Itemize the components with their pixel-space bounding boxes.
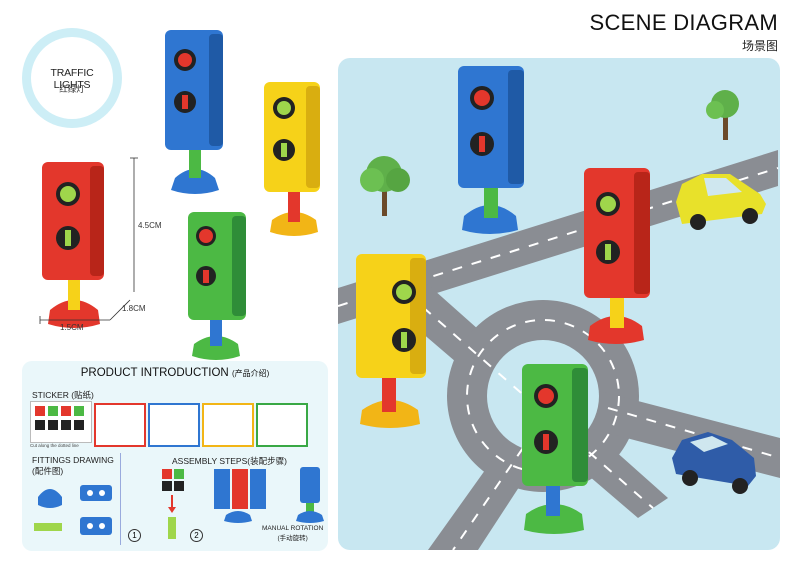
tree-icon xyxy=(360,156,410,216)
sticker-label: STICKER (贴纸) xyxy=(32,390,94,400)
fittings-label: FITTINGS DRAWING (配件图) xyxy=(32,455,114,477)
badge-subtitle: 红绿灯 xyxy=(59,84,85,94)
scene-yellow-traffic-light xyxy=(356,254,426,428)
yellow-traffic-light xyxy=(264,82,320,236)
title-badge: TRAFFIC LIGHTS 红绿灯 xyxy=(22,28,122,128)
tree-icon xyxy=(706,90,739,140)
height-dimension: 4.5CM xyxy=(138,221,162,230)
fittings-label-zh: (配件图) xyxy=(32,466,64,476)
blue-traffic-light xyxy=(165,30,223,194)
scene-title: SCENE DIAGRAM xyxy=(589,10,778,35)
sticker-sheet-main xyxy=(30,401,92,443)
sticker-faces-icon xyxy=(35,406,84,430)
scene-illustration xyxy=(338,66,780,550)
sticker-card-red xyxy=(94,403,146,447)
panel-divider xyxy=(120,453,121,545)
yellow-car-icon xyxy=(676,174,766,230)
fittings-label-en: FITTINGS DRAWING xyxy=(32,455,114,465)
depth-dimension-line xyxy=(109,299,131,321)
sticker-card-yellow xyxy=(202,403,254,447)
step-1-marker: 1 xyxy=(128,529,141,542)
rotation-label-zh: (手动旋转) xyxy=(277,535,308,542)
badge-inner: TRAFFIC LIGHTS 红绿灯 xyxy=(31,37,113,119)
depth-dimension: 1.8CM xyxy=(122,304,146,313)
product-introduction-title: PRODUCT INTRODUCTION (产品介绍) xyxy=(22,367,328,379)
assembly-steps-label: ASSEMBLY STEPS(装配步骤) xyxy=(172,456,287,466)
sticker-card-green xyxy=(256,403,308,447)
fittings-parts-icon xyxy=(34,485,112,535)
step-2-marker: 2 xyxy=(190,529,203,542)
width-dimension: 1.5CM xyxy=(60,323,84,332)
badge-title: TRAFFIC LIGHTS xyxy=(50,67,94,91)
scene-diagram xyxy=(338,58,780,550)
panel-title-zh: (产品介绍) xyxy=(231,369,270,378)
product-lights-illustration xyxy=(39,30,320,360)
panel-title-en: PRODUCT INTRODUCTION xyxy=(80,367,229,379)
blue-car-icon xyxy=(672,432,756,494)
scene-red-traffic-light xyxy=(584,168,650,344)
rotation-label-en: MANUAL ROTATION xyxy=(262,525,324,532)
assembly-steps-icon xyxy=(162,467,324,539)
sticker-card-blue xyxy=(148,403,200,447)
green-traffic-light xyxy=(188,212,246,360)
scene-green-traffic-light xyxy=(522,364,588,534)
manual-rotation-label: MANUAL ROTATION (手动旋转) xyxy=(262,525,323,542)
scene-blue-traffic-light xyxy=(458,66,524,234)
product-introduction-panel: PRODUCT INTRODUCTION (产品介绍) STICKER (贴纸)… xyxy=(22,361,328,551)
sticker-caption: Cut along the dotted line xyxy=(30,443,79,448)
red-traffic-light xyxy=(42,162,104,328)
scene-subtitle: 场景图 xyxy=(741,39,778,53)
